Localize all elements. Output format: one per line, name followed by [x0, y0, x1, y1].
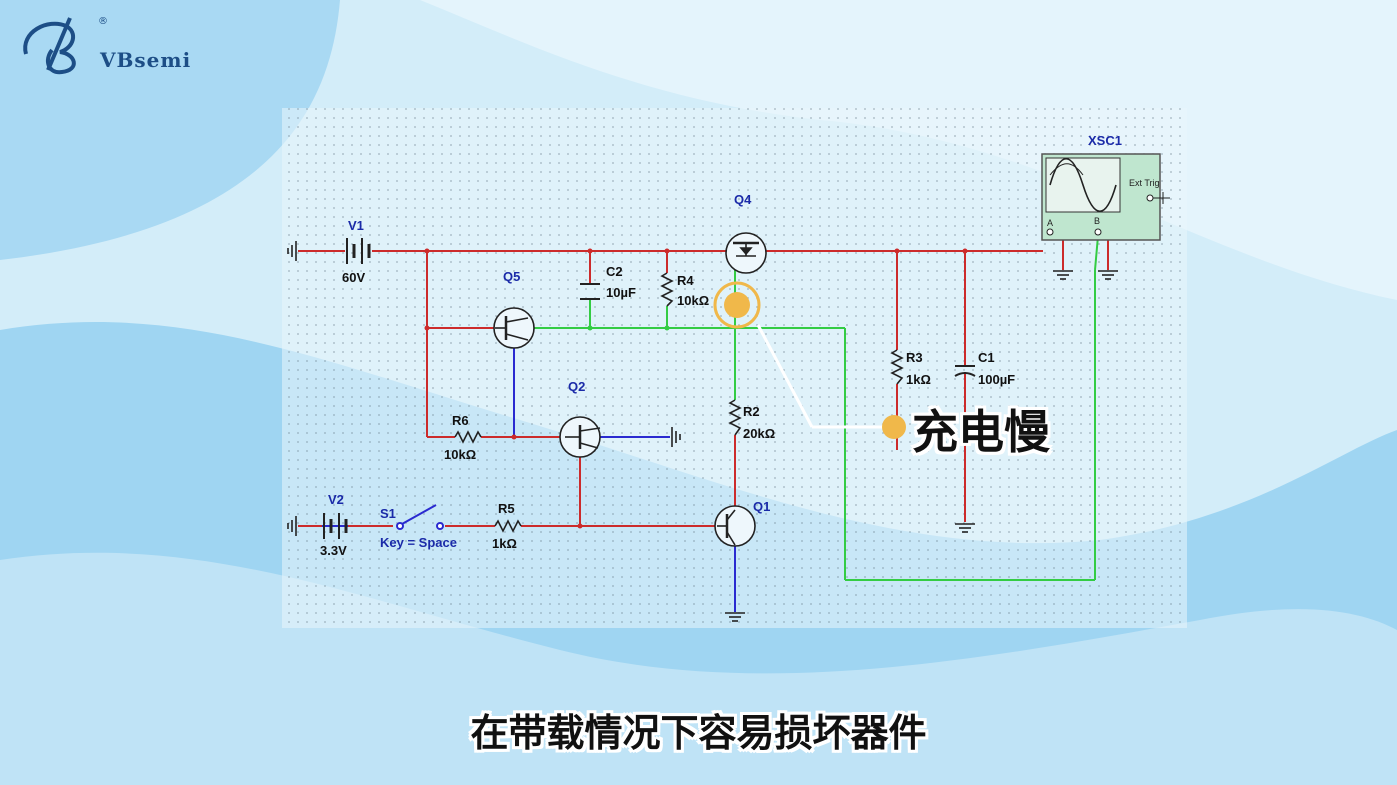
ground-c1 [955, 523, 975, 533]
wires-green [530, 235, 1099, 581]
brand-name: VBsemi [100, 48, 192, 72]
label-q1: Q1 [753, 499, 770, 514]
label-r5: R5 [498, 501, 515, 516]
resistor-r3 [890, 349, 904, 385]
transistor-q1 [714, 505, 756, 547]
label-s1: S1 [380, 506, 396, 521]
label-r6: R6 [452, 413, 469, 428]
value-c2: 10µF [606, 285, 636, 300]
value-s1: Key = Space [380, 535, 457, 550]
transistor-q5 [493, 307, 535, 349]
label-q4: Q4 [734, 192, 752, 207]
oscilloscope-xsc1 [1041, 153, 1170, 241]
resistor-r5 [494, 519, 522, 533]
brand-logo [23, 17, 76, 75]
resistor-r2 [728, 399, 742, 436]
label-ext-trig: Ext Trig [1129, 178, 1160, 188]
value-c1: 100µF [978, 372, 1015, 387]
callout-pointer [713, 281, 906, 439]
label-c1: C1 [978, 350, 995, 365]
ground-symbols [287, 241, 1118, 622]
battery-v1 [346, 238, 371, 264]
value-v2: 3.3V [320, 543, 347, 558]
switch-s1 [396, 504, 444, 530]
value-r3: 1kΩ [906, 372, 931, 387]
label-r2: R2 [743, 404, 760, 419]
label-v1: V1 [348, 218, 364, 233]
label-channel-a: A [1047, 218, 1053, 228]
wires-blue [322, 345, 736, 612]
ground-v2 [287, 516, 297, 536]
label-xsc1: XSC1 [1088, 133, 1122, 148]
callout-text: 充电慢 [912, 405, 1050, 459]
highlight-dot [724, 292, 750, 318]
value-r2: 20kΩ [743, 426, 775, 441]
label-v2: V2 [328, 492, 344, 507]
ground-scope-b [1098, 270, 1118, 280]
label-q2: Q2 [568, 379, 585, 394]
label-r3: R3 [906, 350, 923, 365]
callout-dot [882, 415, 906, 439]
registered-mark: ® [98, 16, 108, 27]
battery-v2 [323, 513, 348, 539]
label-r4: R4 [677, 273, 694, 288]
ground-v1 [287, 241, 297, 261]
label-c2: C2 [606, 264, 623, 279]
mosfet-q4 [725, 232, 767, 274]
capacitor-c2 [580, 283, 600, 300]
highlight-ring [713, 281, 761, 329]
ground-q1 [725, 612, 745, 622]
resistor-r4 [660, 272, 674, 307]
junctions [424, 248, 968, 529]
value-r5: 1kΩ [492, 536, 517, 551]
value-r6: 10kΩ [444, 447, 476, 462]
resistor-r6 [454, 430, 482, 444]
value-r4: 10kΩ [677, 293, 709, 308]
label-q5: Q5 [503, 269, 520, 284]
label-channel-b: B [1094, 216, 1100, 226]
value-v1: 60V [342, 270, 365, 285]
ground-scope-a [1053, 270, 1073, 280]
capacitor-c1 [954, 365, 976, 377]
subtitle-caption: 在带载情况下容易损坏器件 [470, 711, 927, 755]
ground-q2 [671, 427, 681, 447]
transistor-q2 [559, 416, 601, 458]
